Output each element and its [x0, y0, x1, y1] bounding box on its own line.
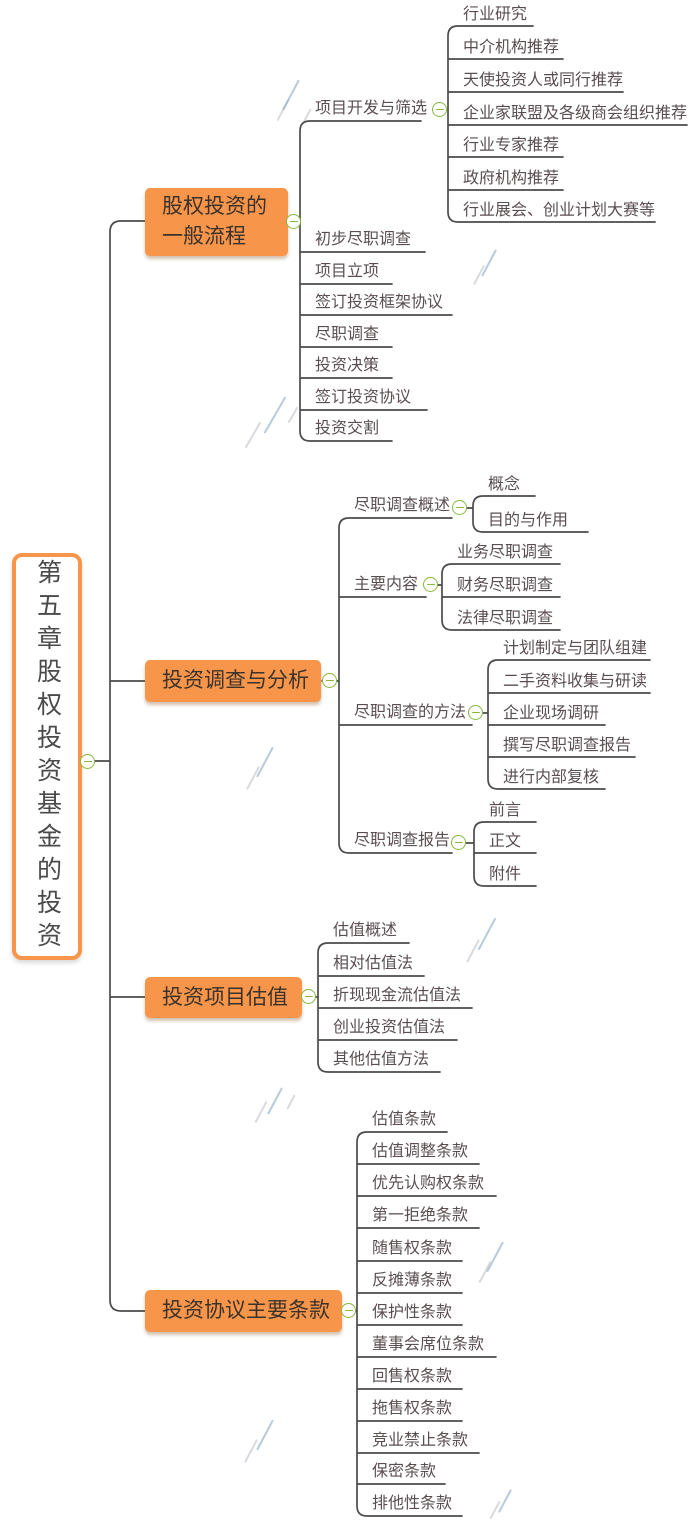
topic-node[interactable]: 业务尽职调查 — [457, 544, 554, 561]
minus-icon — [455, 506, 464, 509]
branch2-method-bracket — [482, 659, 651, 790]
topic-node[interactable]: 主要内容 — [354, 576, 419, 593]
collapse-button-project-screening[interactable] — [432, 102, 447, 117]
topic-node[interactable]: 排他性条款 — [372, 1495, 453, 1512]
branch-box-2-label: 投资调查与分析 — [162, 669, 309, 692]
topic-node[interactable]: 竞业禁止条款 — [372, 1432, 469, 1449]
collapse-button-dd-overview[interactable] — [452, 500, 467, 515]
topic-node[interactable]: 签订投资框架协议 — [315, 294, 444, 311]
collapse-button-dd-report[interactable] — [451, 835, 466, 850]
topic-node[interactable]: 二手资料收集与研读 — [503, 673, 648, 690]
topic-node[interactable]: 保护性条款 — [372, 1304, 453, 1321]
minus-icon — [454, 841, 463, 844]
topic-node[interactable]: 投资决策 — [315, 357, 380, 374]
root-topic[interactable]: 第五章股权投资基金的投资 — [12, 553, 82, 960]
topic-node[interactable]: 估值概述 — [333, 922, 398, 939]
topic-node[interactable]: 政府机构推荐 — [463, 170, 560, 187]
topic-node[interactable]: 签订投资协议 — [315, 389, 412, 406]
topic-node[interactable]: 拖售权条款 — [372, 1400, 453, 1417]
branch-box-4[interactable]: 投资协议主要条款 — [145, 1290, 342, 1332]
topic-node[interactable]: 创业投资估值法 — [333, 1019, 446, 1036]
collapse-button-branch-1[interactable] — [286, 214, 301, 229]
collapse-button-main-content[interactable] — [423, 577, 438, 592]
topic-node[interactable]: 回售权条款 — [372, 1368, 453, 1385]
topic-node[interactable]: 企业家联盟及各级商会组织推荐 — [463, 105, 688, 122]
branch-box-4-label: 投资协议主要条款 — [162, 1299, 330, 1322]
branch-box-1[interactable]: 股权投资的 一般流程 — [145, 188, 288, 256]
branch2-overview-bracket — [465, 495, 589, 533]
minus-icon — [289, 220, 298, 223]
topic-node[interactable]: 折现现金流估值法 — [333, 987, 462, 1004]
topic-node[interactable]: 第一拒绝条款 — [372, 1207, 469, 1224]
topic-node[interactable]: 法律尽职调查 — [457, 610, 554, 627]
topic-node[interactable]: 行业展会、创业计划大赛等 — [463, 202, 656, 219]
topic-node[interactable]: 投资交割 — [315, 420, 380, 437]
branch-box-1-label-line1: 股权投资的 — [162, 195, 267, 218]
topic-node[interactable]: 其他估值方法 — [333, 1051, 430, 1068]
branch2-content-bracket — [437, 563, 561, 631]
topic-node[interactable]: 正文 — [489, 833, 522, 850]
minus-icon — [344, 1309, 353, 1312]
branch-box-1-label-line2: 一般流程 — [162, 225, 246, 248]
topic-node[interactable]: 估值调整条款 — [372, 1143, 469, 1160]
topic-node[interactable]: 天使投资人或同行推荐 — [463, 72, 624, 89]
minus-icon — [325, 679, 334, 682]
topic-node[interactable]: 初步尽职调查 — [315, 231, 412, 248]
topic-node[interactable]: 行业研究 — [463, 6, 528, 23]
topic-node[interactable]: 项目立项 — [315, 263, 380, 280]
topic-node[interactable]: 前言 — [489, 802, 522, 819]
topic-node[interactable]: 财务尽职调查 — [457, 577, 554, 594]
topic-node[interactable]: 进行内部复核 — [503, 769, 600, 786]
branch1-l3-bracket — [447, 25, 688, 223]
topic-node[interactable]: 撰写尽职调查报告 — [503, 737, 632, 754]
root-topic-label: 第五章股权投资基金的投资 — [33, 558, 62, 955]
topic-node[interactable]: 优先认购权条款 — [372, 1175, 485, 1192]
main-trunk — [93, 220, 146, 1312]
topic-node[interactable]: 反摊薄条款 — [372, 1272, 453, 1289]
collapse-button-root[interactable] — [80, 754, 95, 769]
minus-icon — [471, 711, 480, 714]
topic-node[interactable]: 中介机构推荐 — [463, 39, 560, 56]
topic-node[interactable]: 企业现场调研 — [503, 705, 600, 722]
topic-node[interactable]: 尽职调查报告 — [354, 832, 451, 849]
minus-icon — [426, 583, 435, 586]
collapse-button-branch-4[interactable] — [341, 1303, 356, 1318]
topic-node[interactable]: 尽职调查的方法 — [354, 704, 467, 721]
collapse-button-branch-2[interactable] — [322, 673, 337, 688]
topic-node[interactable]: 董事会席位条款 — [372, 1336, 485, 1353]
branch-box-3-label: 投资项目估值 — [162, 985, 288, 1009]
topic-node[interactable]: 概念 — [488, 476, 521, 493]
topic-node[interactable]: 估值条款 — [372, 1111, 437, 1128]
topic-node[interactable]: 行业专家推荐 — [463, 137, 560, 154]
minus-icon — [304, 995, 313, 998]
topic-node[interactable]: 随售权条款 — [372, 1240, 453, 1257]
branch2-bracket — [321, 517, 473, 854]
topic-node[interactable]: 项目开发与筛选 — [315, 100, 428, 117]
topic-node[interactable]: 保密条款 — [372, 1463, 437, 1480]
topic-node[interactable]: 计划制定与团队组建 — [503, 640, 648, 657]
topic-node[interactable]: 相对估值法 — [333, 955, 414, 972]
branch2-report-bracket — [465, 821, 537, 887]
branch-box-3[interactable]: 投资项目估值 — [145, 977, 302, 1018]
minus-icon — [83, 760, 92, 763]
topic-node[interactable]: 尽职调查 — [315, 326, 380, 343]
minus-icon — [435, 108, 444, 111]
topic-node[interactable]: 尽职调查概述 — [354, 497, 451, 514]
topic-node[interactable]: 目的与作用 — [488, 512, 569, 529]
collapse-button-dd-methods[interactable] — [468, 705, 483, 720]
topic-node[interactable]: 附件 — [489, 866, 522, 883]
branch-box-2[interactable]: 投资调查与分析 — [145, 660, 321, 702]
collapse-button-branch-3[interactable] — [301, 989, 316, 1004]
